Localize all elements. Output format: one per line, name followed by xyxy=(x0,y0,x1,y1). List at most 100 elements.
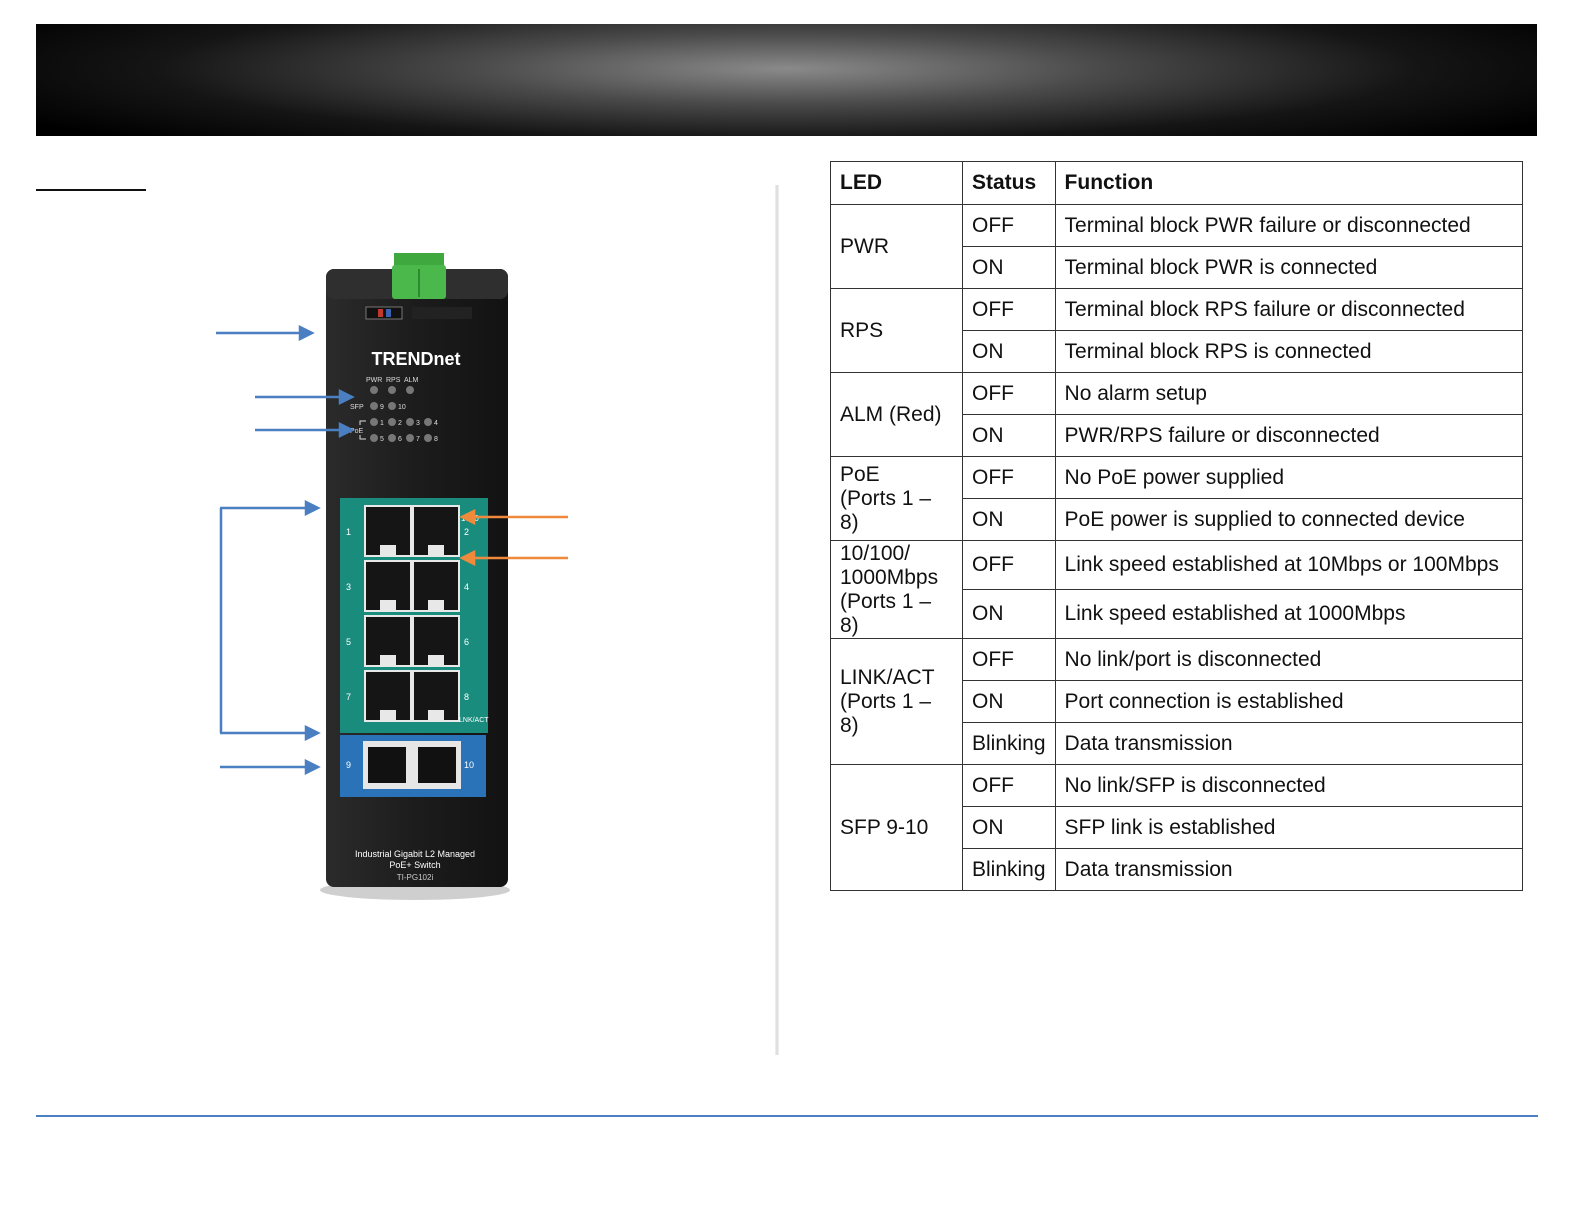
poe-led-number: 6 xyxy=(398,436,402,443)
led-cell-line: (Ports 1 – 8) xyxy=(840,589,932,637)
header-function: Function xyxy=(1054,161,1524,205)
function-cell: Data transmission xyxy=(1054,722,1524,765)
arrow-head-icon xyxy=(338,388,355,406)
poe-led xyxy=(424,434,432,442)
led-cell: ALM (Red) xyxy=(830,372,963,457)
status-cell: OFF xyxy=(962,288,1056,331)
rj45-port-number: 3 xyxy=(346,582,351,592)
function-cell: PoE power is supplied to connected devic… xyxy=(1054,498,1524,541)
poe-led xyxy=(406,434,414,442)
rj45-port-latch xyxy=(380,710,396,720)
function-cell: Data transmission xyxy=(1054,848,1524,891)
table-row: PWR OFF Terminal block PWR failure or di… xyxy=(830,204,1524,289)
led-cell: LINK/ACT (Ports 1 – 8) xyxy=(830,638,963,765)
status-cell: ON xyxy=(962,246,1056,289)
table-row: ON SFP link is established xyxy=(831,806,1524,849)
rj45-port-latch xyxy=(428,710,444,720)
led-cell-line: 1000Mbps xyxy=(840,565,939,589)
status-cell: OFF xyxy=(962,764,1056,807)
rj45-port-latch xyxy=(428,545,444,555)
status-cell: OFF xyxy=(962,456,1056,499)
table-row: ON Terminal block PWR is connected xyxy=(831,246,1524,289)
arrow-head-icon xyxy=(304,499,321,517)
function-cell: Link speed established at 10Mbps or 100M… xyxy=(1054,540,1524,590)
rj45-port-latch xyxy=(380,545,396,555)
table-header-row: LED Status Function xyxy=(830,161,1524,205)
header-banner xyxy=(36,24,1537,136)
link-act-label: LNK/ACT xyxy=(459,717,489,724)
dip-switch xyxy=(365,306,403,320)
status-cell: OFF xyxy=(962,204,1056,247)
led-status-table: LED Status Function PWR OFF Terminal blo… xyxy=(830,161,1524,891)
pwr-label: PWR xyxy=(366,377,382,384)
pwr-led xyxy=(370,386,378,394)
header-status: Status xyxy=(962,161,1056,205)
poe-led-number: 1 xyxy=(380,420,384,427)
function-cell: Terminal block PWR is connected xyxy=(1054,246,1524,289)
function-cell: PWR/RPS failure or disconnected xyxy=(1054,414,1524,457)
rj45-port-latch xyxy=(428,655,444,665)
function-cell: SFP link is established xyxy=(1054,806,1524,849)
function-cell: No link/port is disconnected xyxy=(1054,638,1524,681)
arrow-head-icon xyxy=(304,724,321,742)
table-row: RPS OFF Terminal block RPS failure or di… xyxy=(830,288,1524,373)
led-cell: SFP 9-10 xyxy=(830,764,963,891)
table-row: 10/100/ 1000Mbps (Ports 1 – 8) OFF Link … xyxy=(830,540,1524,639)
table-row: PoE (Ports 1 – 8) OFF No PoE power suppl… xyxy=(830,456,1524,541)
poe-led-number: 4 xyxy=(434,420,438,427)
status-cell: ON xyxy=(962,414,1056,457)
function-cell: Link speed established at 1000Mbps xyxy=(1054,589,1524,639)
sfp-port-9 xyxy=(368,747,406,783)
device-model: TI-PG102i xyxy=(397,873,434,882)
poe-led-number: 2 xyxy=(398,420,402,427)
table-row: LINK/ACT (Ports 1 – 8) OFF No link/port … xyxy=(830,638,1524,765)
arrow-head-icon xyxy=(298,324,315,342)
status-cell: Blinking xyxy=(962,722,1056,765)
alm-label: ALM xyxy=(404,377,419,384)
poe-led-label: PoE xyxy=(350,428,364,435)
sfp-led-number: 10 xyxy=(398,404,406,411)
title-underline xyxy=(36,189,146,191)
rps-led xyxy=(388,386,396,394)
arrow-head-icon xyxy=(459,508,476,526)
arrow-head-icon xyxy=(459,549,476,567)
table-row: ON Terminal block RPS is connected xyxy=(831,330,1524,373)
rj45-port-number: 2 xyxy=(464,527,469,537)
function-cell: Terminal block RPS is connected xyxy=(1054,330,1524,373)
function-cell: Port connection is established xyxy=(1054,680,1524,723)
status-cell: ON xyxy=(962,498,1056,541)
sfp-port-number-9: 9 xyxy=(346,760,351,770)
rj45-port-latch xyxy=(380,600,396,610)
table-row: ON Link speed established at 1000Mbps xyxy=(831,589,1524,639)
rj45-port-number: 7 xyxy=(346,692,351,702)
status-cell: ON xyxy=(962,806,1056,849)
sfp-port-number-10: 10 xyxy=(464,760,474,770)
led-cell-line: (Ports 1 – 8) xyxy=(840,689,932,737)
device-caption-line1: Industrial Gigabit L2 Managed xyxy=(355,849,475,859)
poe-led-number: 5 xyxy=(380,436,384,443)
function-cell: Terminal block RPS failure or disconnect… xyxy=(1054,288,1524,331)
table-row: ON PWR/RPS failure or disconnected xyxy=(831,414,1524,457)
sfp-led-9 xyxy=(370,402,378,410)
status-cell: ON xyxy=(962,589,1056,639)
status-cell: ON xyxy=(962,680,1056,723)
poe-led xyxy=(388,418,396,426)
table-row: ALM (Red) OFF No alarm setup xyxy=(830,372,1524,457)
led-cell: PoE (Ports 1 – 8) xyxy=(830,456,963,541)
poe-led xyxy=(424,418,432,426)
status-cell: ON xyxy=(962,330,1056,373)
rj45-port-number: 8 xyxy=(464,692,469,702)
poe-led xyxy=(370,418,378,426)
function-cell: Terminal block PWR failure or disconnect… xyxy=(1054,204,1524,247)
led-cell: RPS xyxy=(830,288,963,373)
status-cell: OFF xyxy=(962,540,1056,590)
alm-led xyxy=(406,386,414,394)
sfp-port-10 xyxy=(418,747,456,783)
sfp-led-label: SFP xyxy=(350,404,364,411)
rj45-port-number: 4 xyxy=(464,582,469,592)
poe-led xyxy=(388,434,396,442)
